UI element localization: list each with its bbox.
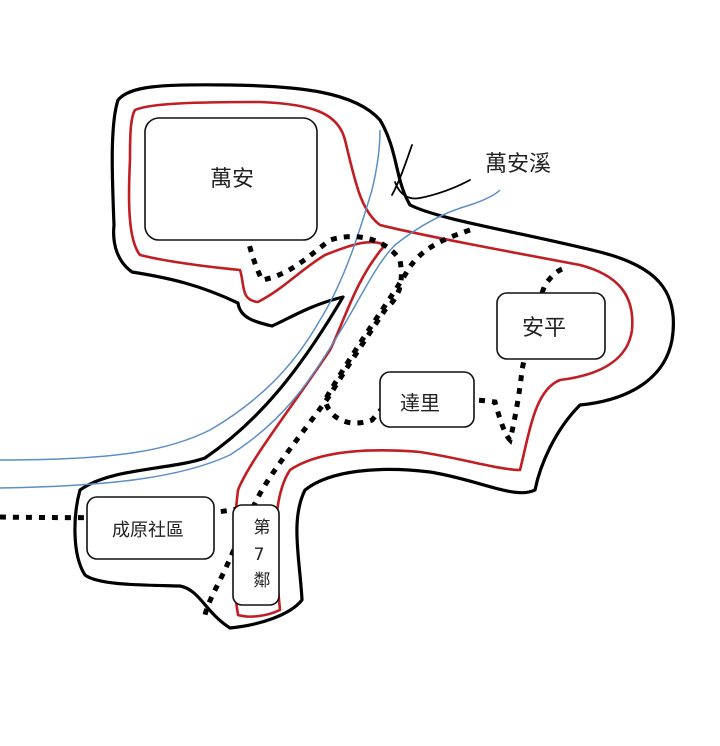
dotted-route-dali <box>322 227 566 445</box>
wanan-creek-label: 萬安溪 <box>485 152 551 177</box>
neighborhood-7-box <box>232 504 280 606</box>
neighborhood-7-label-1: 第 <box>254 518 271 538</box>
chengyuan-label: 成原社區 <box>112 520 184 541</box>
neighborhood-7-label-2: 7 <box>254 545 265 565</box>
outer-boundary <box>73 83 675 630</box>
wanan-label: 萬安 <box>210 167 254 192</box>
neighborhood-7-label-3: 鄰 <box>254 571 271 591</box>
dotted-route-west <box>0 505 246 521</box>
stream-upper-line <box>0 129 381 461</box>
anping-box <box>496 292 606 360</box>
wanan-box <box>144 117 318 241</box>
stream-lower-line <box>0 189 501 489</box>
creek-marker-line <box>391 144 413 196</box>
creek-marker-line-2 <box>394 179 471 200</box>
anping-label: 安平 <box>522 316 566 341</box>
dali-box <box>379 371 475 428</box>
dali-label: 達里 <box>400 391 440 415</box>
chengyuan-box <box>86 496 215 560</box>
